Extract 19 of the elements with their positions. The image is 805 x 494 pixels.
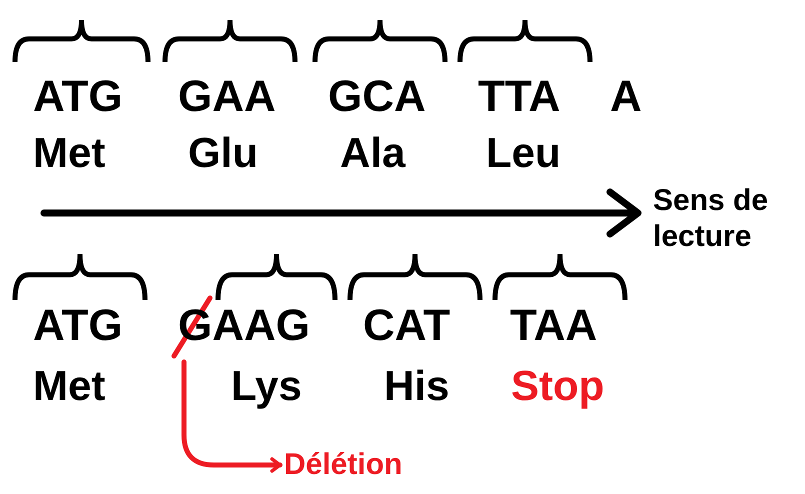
- codon: TTA: [478, 75, 560, 119]
- amino-acid: Met: [33, 132, 106, 174]
- codon: GAA: [178, 75, 276, 119]
- arrow: [182, 360, 282, 473]
- amino-acid: Ala: [340, 132, 406, 174]
- amino-acid: Met: [33, 365, 106, 407]
- codon: ATG: [33, 75, 123, 119]
- codon: A: [610, 75, 642, 119]
- amino-acid: Leu: [486, 132, 561, 174]
- amino-acid: Glu: [188, 132, 258, 174]
- codon: TAA: [510, 304, 598, 348]
- amino-acid: Lys: [231, 365, 302, 407]
- codon: ATG: [33, 304, 123, 348]
- amino-acid: His: [384, 365, 450, 407]
- codon: GCA: [328, 75, 426, 119]
- stop-codon-label: Stop: [511, 365, 604, 407]
- codon: CAT: [363, 304, 450, 348]
- annotation-label: Délétion: [284, 450, 402, 480]
- reading-direction-label: Sens de lecture: [653, 183, 770, 255]
